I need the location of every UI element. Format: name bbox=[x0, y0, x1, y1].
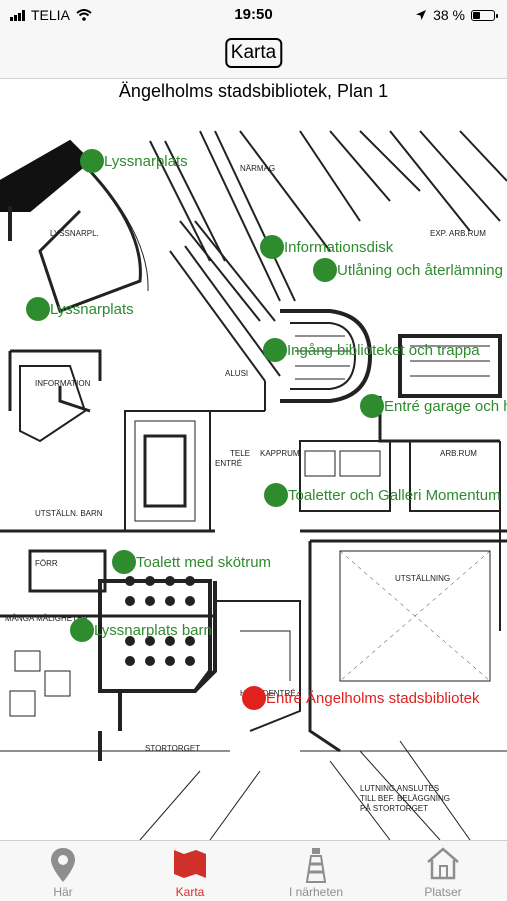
map-title: Ängelholms stadsbibliotek, Plan 1 bbox=[118, 81, 389, 101]
status-right: 38 % bbox=[415, 7, 498, 23]
tab-har[interactable]: Här bbox=[0, 841, 126, 901]
tab-i-narheten[interactable]: I närheten bbox=[253, 841, 379, 901]
svg-text:LUTNING ANSLUTES: LUTNING ANSLUTES bbox=[360, 784, 439, 793]
battery-icon bbox=[471, 9, 498, 21]
tab-label: Här bbox=[53, 885, 73, 899]
svg-text:NÄRMAG: NÄRMAG bbox=[240, 164, 275, 173]
poi-dot[interactable] bbox=[242, 686, 266, 710]
poi-dot[interactable] bbox=[80, 149, 104, 173]
svg-text:EXP. ARB.RUM: EXP. ARB.RUM bbox=[430, 229, 486, 238]
poi-label: Informationsdisk bbox=[284, 239, 394, 256]
svg-text:ENTRÉ: ENTRÉ bbox=[215, 459, 242, 468]
battery-percent: 38 % bbox=[433, 7, 465, 23]
poi-dot[interactable] bbox=[260, 235, 284, 259]
status-bar: TELIA 19:50 38 % bbox=[0, 0, 507, 30]
lighthouse-icon bbox=[305, 848, 327, 883]
svg-text:LYSSNARPL.: LYSSNARPL. bbox=[50, 229, 99, 238]
svg-text:UTSTÄLLNING: UTSTÄLLNING bbox=[395, 574, 450, 583]
svg-text:UTSTÄLLN. BARN: UTSTÄLLN. BARN bbox=[35, 509, 103, 518]
poi-label: Toalett med skötrum bbox=[136, 554, 272, 571]
floor-plan-drawing: LYSSNARPL. INFORMATION UTSTÄLLN. BARN FÖ… bbox=[0, 130, 507, 840]
poi-label: Entré garage och hiss bbox=[384, 398, 507, 415]
svg-text:MÅNGA MÅLIGHETER: MÅNGA MÅLIGHETER bbox=[5, 614, 88, 623]
map-pin-icon bbox=[51, 848, 75, 882]
svg-text:TELE: TELE bbox=[230, 449, 250, 458]
svg-text:TILL BEF. BELÄGGNING: TILL BEF. BELÄGGNING bbox=[360, 794, 450, 803]
svg-text:ARB.RUM: ARB.RUM bbox=[440, 449, 477, 458]
svg-text:HUVUDENTRÉ: HUVUDENTRÉ bbox=[240, 689, 296, 698]
tab-label: Platser bbox=[424, 885, 462, 899]
poi-dot[interactable] bbox=[360, 394, 384, 418]
folded-map-icon bbox=[174, 850, 206, 878]
poi-dot[interactable] bbox=[263, 338, 287, 362]
svg-text:ALUSI: ALUSI bbox=[225, 369, 248, 378]
house-icon bbox=[427, 847, 459, 880]
poi-label: Utlåning och återlämning bbox=[337, 262, 503, 279]
poi-label: Toaletter och Galleri Momentum bbox=[288, 487, 501, 504]
poi-dot[interactable] bbox=[70, 618, 94, 642]
poi-label: Lyssnarplats bbox=[104, 153, 188, 170]
poi-dot[interactable] bbox=[26, 297, 50, 321]
svg-text:INFORMATION: INFORMATION bbox=[35, 379, 91, 388]
poi-dot[interactable] bbox=[264, 483, 288, 507]
location-arrow-icon bbox=[416, 10, 427, 20]
tab-karta[interactable]: Karta bbox=[127, 841, 253, 901]
svg-text:KAPPRUM: KAPPRUM bbox=[260, 449, 300, 458]
poi-dot[interactable] bbox=[313, 258, 337, 282]
tab-bar: Här Karta I närheten Platser bbox=[0, 840, 507, 901]
poi-dot[interactable] bbox=[112, 550, 136, 574]
poi-label: Lyssnarplats bbox=[50, 301, 134, 318]
svg-text:PÅ STORTORGET: PÅ STORTORGET bbox=[360, 804, 428, 813]
nav-title[interactable]: Karta bbox=[224, 38, 283, 68]
poi-label: Lyssnarplats barn bbox=[94, 622, 212, 639]
carrier-indicator: TELIA bbox=[10, 7, 92, 23]
floor-plan-map[interactable]: Ängelholms stadsbibliotek, Plan 1 bbox=[0, 79, 507, 840]
tab-label: I närheten bbox=[288, 885, 344, 899]
carrier-name: TELIA bbox=[31, 7, 70, 23]
svg-text:STORTORGET: STORTORGET bbox=[145, 744, 200, 753]
poi-label: Entré Ängelholms stadsbibliotek bbox=[266, 690, 480, 707]
clock: 19:50 bbox=[234, 6, 273, 23]
signal-bars-icon bbox=[10, 9, 25, 21]
wifi-icon bbox=[76, 9, 92, 21]
svg-text:FÖRR: FÖRR bbox=[35, 559, 58, 568]
navigation-bar: Karta bbox=[0, 30, 507, 79]
tab-platser[interactable]: Platser bbox=[380, 841, 506, 901]
tab-label: Karta bbox=[175, 885, 205, 899]
poi-label: Ingång biblioteket och trappa bbox=[287, 342, 480, 359]
